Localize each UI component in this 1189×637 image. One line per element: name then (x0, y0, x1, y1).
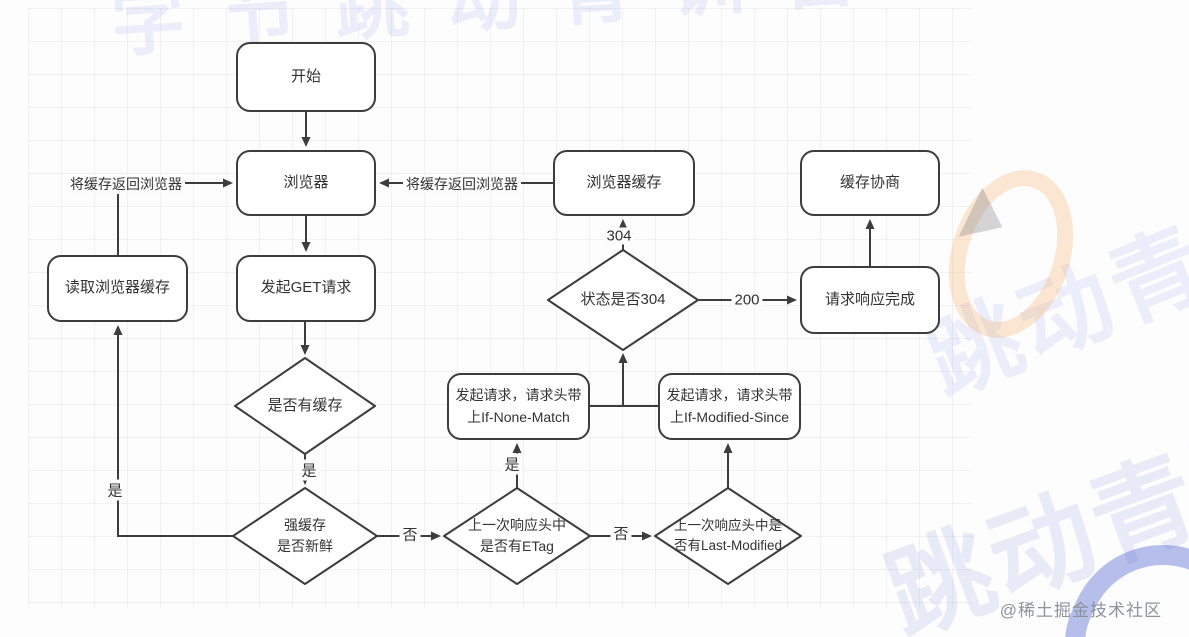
node-start-label: 开始 (290, 67, 321, 85)
node-request-if-none-match-line1: 发起请求，请求头带 (455, 386, 582, 403)
diamond-status-304 (547, 249, 699, 351)
node-read-browser-cache-label: 读取浏览器缓存 (64, 279, 170, 297)
diamond-status-304-label: 状态是否304 (553, 284, 693, 316)
node-browser-cache: 浏览器缓存 (553, 150, 695, 216)
node-browser-cache-label: 浏览器缓存 (586, 173, 662, 191)
edge-label-yes-after-has-cache: 是 (298, 459, 320, 481)
diamond-has-last-modified (654, 487, 802, 585)
has-last-modified-line1: 上一次响应头中是 (674, 517, 782, 533)
diamond-has-etag-label: 上一次响应头中 是否有ETag (445, 512, 589, 560)
diamond-has-etag (443, 487, 591, 585)
node-browser-label: 浏览器 (283, 173, 329, 191)
node-get-request: 发起GET请求 (236, 255, 376, 322)
node-response-complete-label: 请求响应完成 (824, 290, 915, 308)
node-request-if-modified-since: 发起请求，请求头带 上If-Modified-Since (658, 373, 801, 440)
node-request-if-none-match: 发起请求，请求头带 上If-None-Match (447, 373, 590, 440)
diamond-strong-cache-fresh (232, 487, 378, 585)
edge-strong-fresh-to-read-cache (113, 325, 233, 537)
edge-label-return-cache-right: 将缓存返回浏览器 (403, 174, 521, 194)
has-etag-line2: 是否有ETag (480, 538, 554, 554)
node-cache-negotiation-label: 缓存协商 (839, 173, 900, 191)
node-request-if-modified-since-line1: 发起请求，请求头带 (666, 386, 793, 403)
node-request-if-none-match-line2: 上If-None-Match (467, 408, 570, 425)
node-start: 开始 (236, 42, 376, 112)
edge-label-yes-etag-path: 是 (501, 453, 523, 475)
community-credit: @稀土掘金技术社区 (999, 601, 1162, 620)
status-304-text: 状态是否304 (580, 290, 666, 308)
node-cache-negotiation: 缓存协商 (800, 150, 940, 216)
edge-label-200: 200 (731, 291, 763, 309)
diamond-strong-cache-fresh-label: 强缓存 是否新鲜 (235, 512, 375, 560)
edge-label-return-cache-left: 将缓存返回浏览器 (67, 174, 185, 194)
strong-cache-fresh-line2: 是否新鲜 (277, 538, 333, 554)
has-last-modified-line2: 否有Last-Modified (673, 538, 783, 553)
node-get-request-label: 发起GET请求 (260, 279, 352, 297)
diamond-has-cache-label: 是否有缓存 (235, 388, 375, 424)
strong-cache-fresh-line1: 强缓存 (284, 517, 326, 533)
node-read-browser-cache: 读取浏览器缓存 (47, 255, 188, 322)
edge-label-no-fresh: 否 (399, 523, 421, 545)
node-response-complete: 请求响应完成 (800, 266, 940, 334)
node-request-if-modified-since-line2: 上If-Modified-Since (669, 408, 790, 425)
node-browser: 浏览器 (236, 150, 376, 216)
diamond-has-last-modified-label: 上一次响应头中是 否有Last-Modified (650, 512, 806, 560)
has-cache-text: 是否有缓存 (267, 396, 343, 414)
edge-label-yes-fresh-path: 是 (104, 479, 126, 501)
has-etag-line1: 上一次响应头中 (468, 517, 566, 533)
edge-label-no-etag: 否 (610, 522, 632, 544)
edge-label-304: 304 (603, 227, 635, 245)
